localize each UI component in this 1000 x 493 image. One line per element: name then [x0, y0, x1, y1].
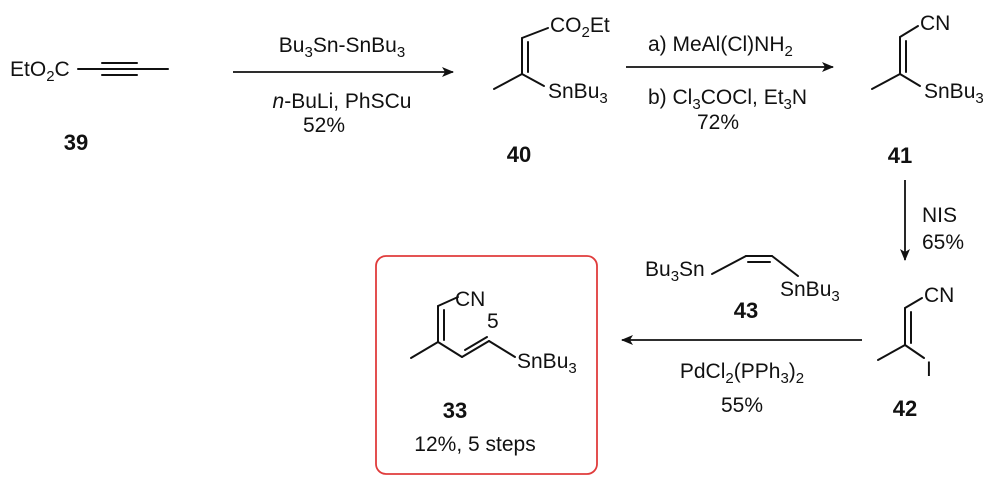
compound-33: CN 5 SnBu3 33 12%, 5 steps: [375, 255, 598, 475]
step1-yield: 52%: [303, 114, 345, 137]
compound-number-33: 33: [443, 398, 467, 423]
c40-methyl-bond: [493, 73, 523, 90]
step-1: Bu3Sn-SnBu3 n-BuLi, PhSCu 52%: [233, 34, 454, 137]
compound-number-42: 42: [893, 396, 917, 421]
c33-position-label: 5: [487, 310, 499, 333]
c41-nitrile-label: CN: [920, 12, 950, 35]
target-highlight-box: [375, 255, 598, 475]
step2-yield: 72%: [697, 111, 739, 134]
c43-left-tin-label: Bu3Sn: [645, 258, 705, 285]
c39-ester-label: EtO2C: [10, 58, 70, 85]
c43-bond-right: [771, 255, 799, 277]
c33-bond-nitrile: [437, 296, 459, 307]
compound-number-41: 41: [888, 143, 912, 168]
compound-39: EtO2C 39: [10, 58, 169, 155]
compound-40: CO2Et SnBu3 40: [493, 14, 610, 167]
c33-tin-bond: [488, 340, 516, 358]
compound-number-40: 40: [507, 142, 531, 167]
compound-number-39: 39: [64, 130, 88, 155]
c33-methyl-bond: [410, 341, 439, 359]
c42-nitrile-label: CN: [924, 284, 954, 307]
c40-bond-ester: [521, 27, 549, 39]
c42-bond-nitrile: [904, 297, 923, 309]
c43-bond-left: [711, 255, 747, 275]
step3-yield: 65%: [922, 231, 964, 254]
c33-nitrile-label: CN: [455, 288, 485, 311]
c40-ester-label: CO2Et: [550, 14, 610, 41]
c41-methyl-bond: [871, 73, 901, 90]
c42-methyl-bond: [877, 344, 906, 361]
c40-tin-bond: [521, 73, 545, 87]
c41-tin-bond: [899, 73, 921, 87]
c42-iodo-label: I: [926, 358, 932, 381]
step2-reagent-a: a) MeAl(Cl)NH2: [648, 33, 793, 60]
compound-43: Bu3Sn SnBu3 43: [645, 255, 840, 323]
c33-tin-label: SnBu3: [517, 350, 577, 377]
compound-41: CN SnBu3 41: [871, 12, 984, 168]
step4-yield: 55%: [721, 394, 763, 417]
c42-iodo-bond: [904, 344, 925, 359]
c33-vinyl-double-inner: [464, 336, 488, 351]
c33-chain-bond: [437, 341, 463, 358]
c33-vinyl-double-outer: [461, 340, 490, 358]
step-3: NIS 65%: [900, 180, 964, 261]
step1-reagent-bottom: n-BuLi, PhSCu: [273, 90, 412, 113]
compound-number-43: 43: [734, 298, 758, 323]
c43-right-tin-label: SnBu3: [780, 278, 840, 305]
c40-tin-label: SnBu3: [548, 80, 608, 107]
step3-reagent: NIS: [922, 204, 957, 227]
step4-reagent: PdCl2(PPh3)2: [680, 360, 804, 387]
c33-overall-yield: 12%, 5 steps: [414, 433, 535, 456]
step2-reagent-b: b) Cl3COCl, Et3N: [648, 86, 807, 113]
step1-reagent-top: Bu3Sn-SnBu3: [279, 34, 405, 61]
compound-42: CN I 42: [877, 284, 954, 421]
c41-tin-label: SnBu3: [924, 80, 984, 107]
c41-bond-nitrile: [899, 25, 919, 38]
step-2: a) MeAl(Cl)NH2 b) Cl3COCl, Et3N 72%: [626, 33, 834, 134]
step-4: PdCl2(PPh3)2 55%: [621, 335, 862, 417]
